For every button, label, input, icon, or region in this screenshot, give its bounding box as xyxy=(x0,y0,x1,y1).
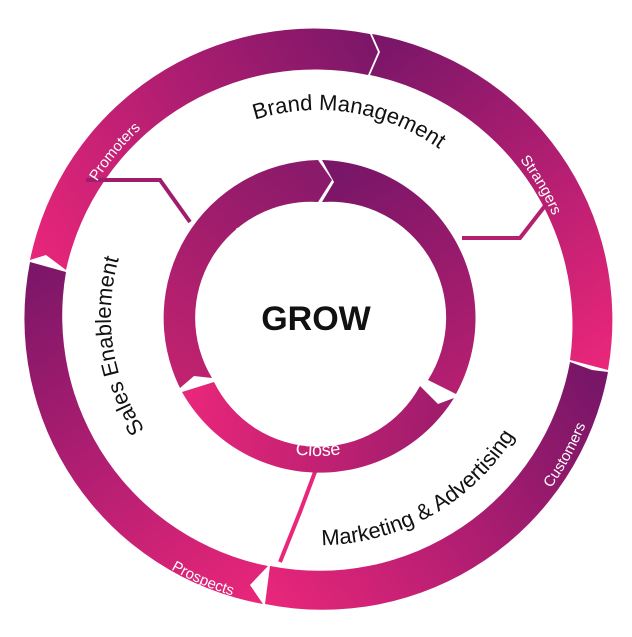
middle-band-dividers xyxy=(86,178,550,563)
outer-segment-customers xyxy=(24,262,269,604)
outer-ring xyxy=(24,28,613,610)
inner-segment-delight xyxy=(163,160,332,388)
divider-brand-marketing xyxy=(462,200,550,240)
svg-text:Brand Management: Brand Management xyxy=(250,90,451,153)
inner-segment-close xyxy=(182,382,454,473)
outer-segment-strangers xyxy=(370,34,613,370)
inner-ring xyxy=(163,160,476,473)
divider-marketing-sales xyxy=(278,463,320,563)
inner-segment-attract xyxy=(322,160,476,394)
section-label-brand-management: Brand Management xyxy=(250,90,451,153)
divider-sales-brand xyxy=(86,178,192,224)
outer-segment-promoters xyxy=(30,28,378,271)
center-title: GROW xyxy=(261,300,371,338)
outer-segment-prospects xyxy=(265,362,608,610)
svg-text:Close: Close xyxy=(295,438,342,460)
inner-label-close: Close xyxy=(295,438,342,460)
